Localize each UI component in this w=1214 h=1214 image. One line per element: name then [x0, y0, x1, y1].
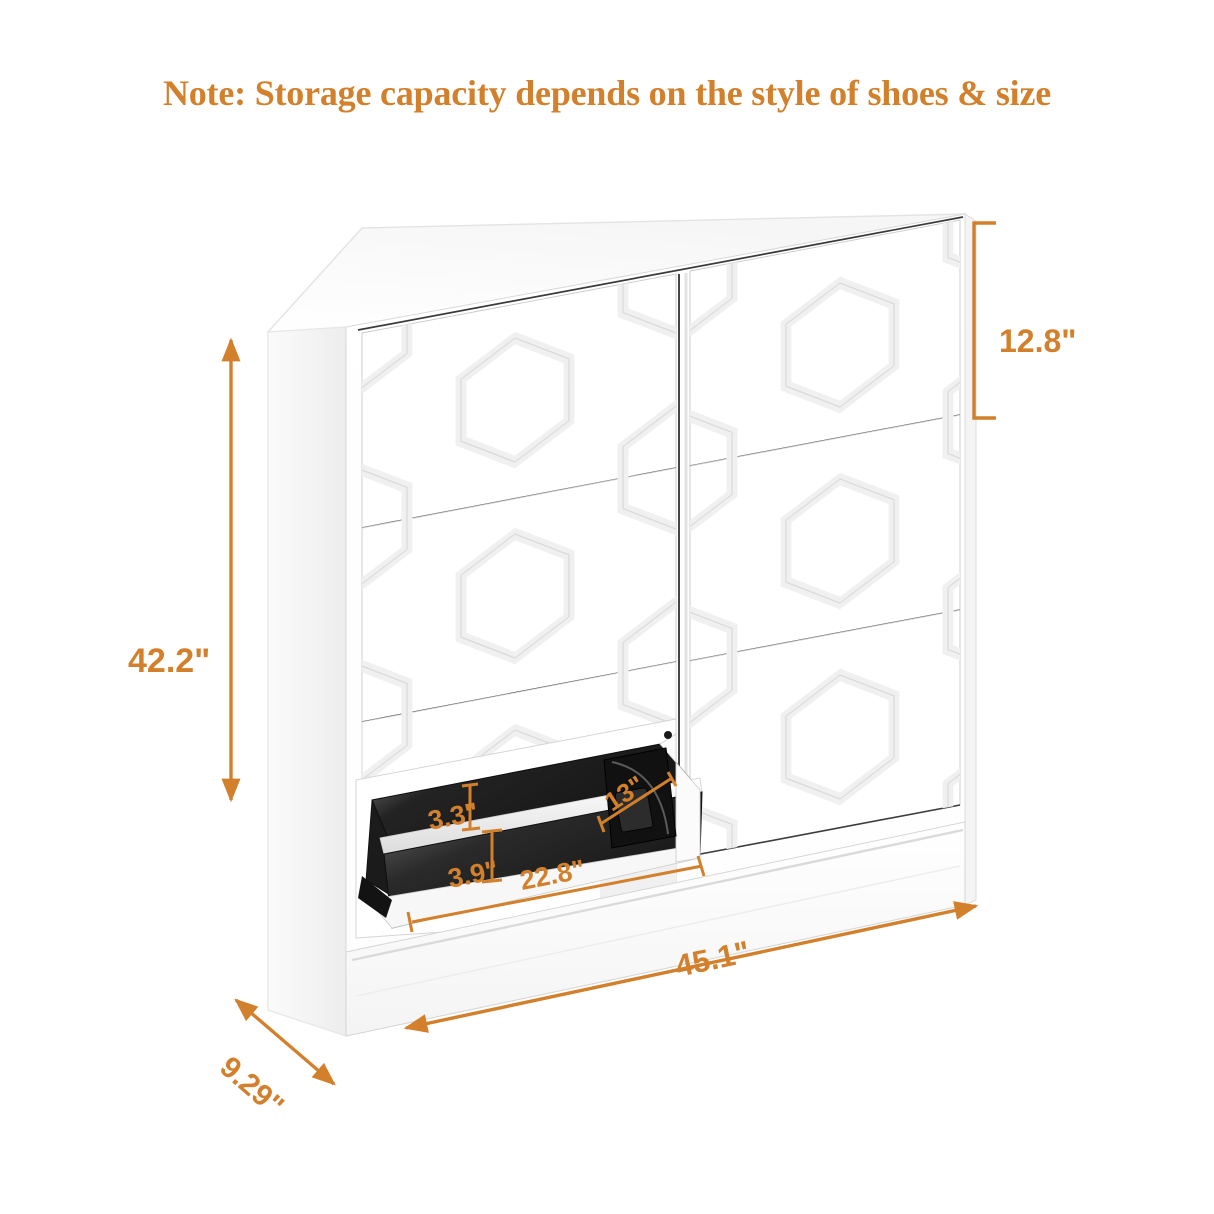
- drawer-height-bracket: [972, 221, 996, 420]
- interior-width-tick-a: [406, 911, 414, 933]
- width-arrow: [403, 901, 979, 1033]
- hinge-arc: [611, 761, 669, 835]
- interior-width-arrow: [411, 864, 703, 924]
- upper-tick-top: [461, 782, 479, 788]
- drawer-right-panel: [659, 733, 701, 863]
- dimension-overall-height: 42.2": [128, 337, 241, 803]
- depth-label: 9.29": [213, 1050, 289, 1123]
- cabinet-left-side-panel: [267, 326, 347, 1037]
- lower-tick-bottom: [481, 878, 503, 884]
- height-label: 42.2": [128, 642, 210, 680]
- drawer-left-hardware: [358, 876, 392, 918]
- interior-depth-arrow: [601, 776, 673, 825]
- lower-tick-top: [481, 828, 503, 834]
- upper-tick-bottom: [461, 826, 481, 832]
- interior-depth-tick-a: [596, 815, 606, 833]
- note-text: Note: Storage capacity depends on the st…: [162, 73, 1052, 113]
- interior-width-tick-b: [696, 855, 706, 877]
- interior-depth-tick-b: [666, 771, 678, 787]
- depth-arrow: [234, 998, 336, 1086]
- dimension-drawer-front-height: 12.8": [972, 221, 1076, 420]
- drawer-height-label: 12.8": [999, 323, 1076, 359]
- top-seam-line: [357, 216, 964, 331]
- right-column-drawers: [689, 219, 961, 857]
- cabinet-body: [266, 213, 977, 1037]
- hinge-screw-dot: [664, 731, 672, 739]
